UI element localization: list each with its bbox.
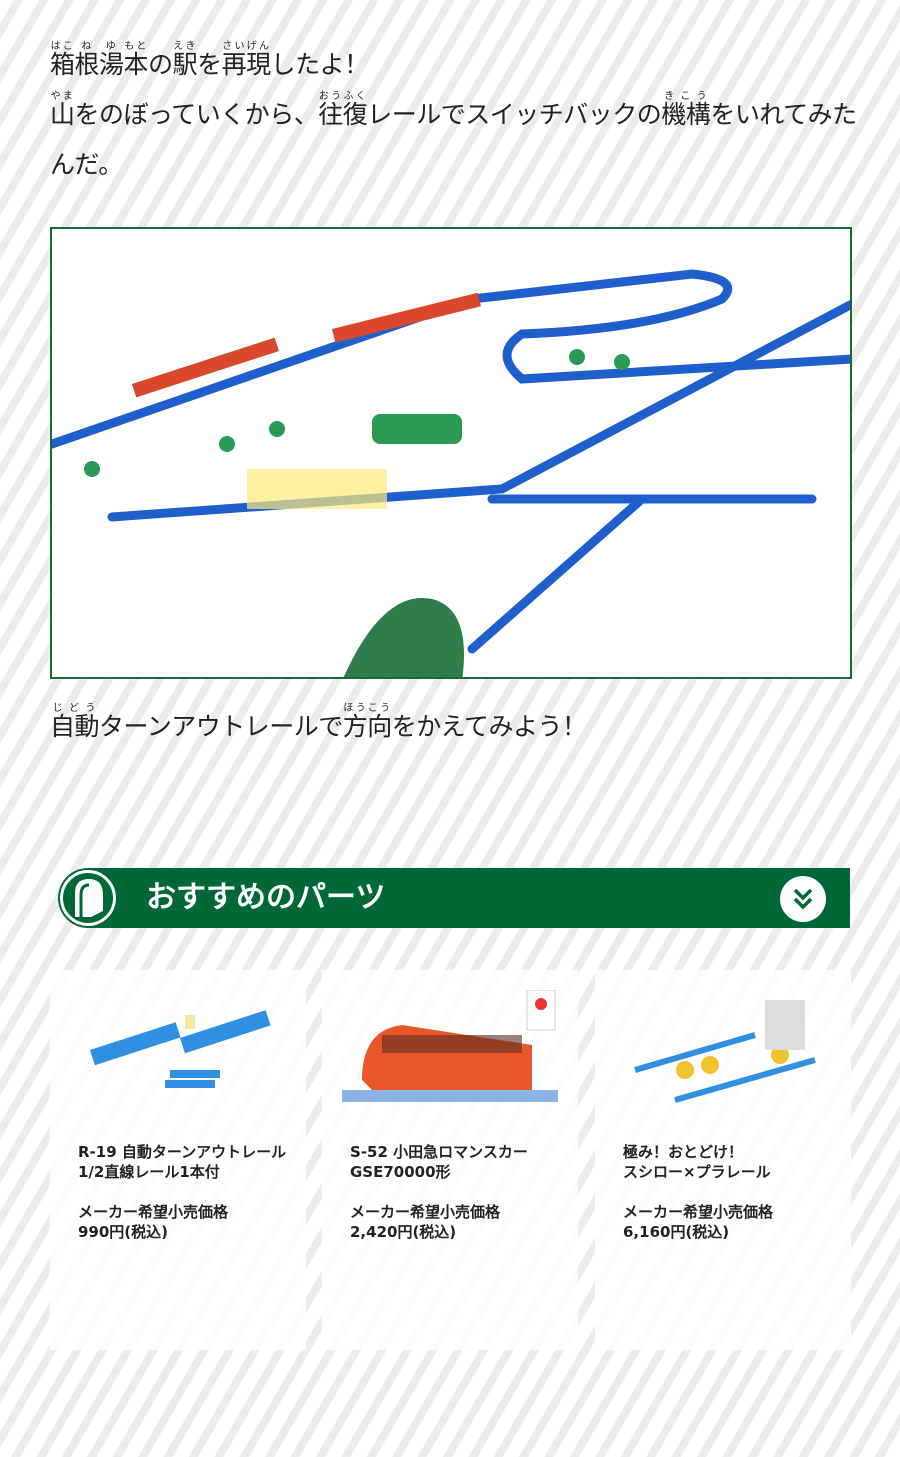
ruby-reading: ゆ — [99, 41, 124, 52]
ruby-reading: えき — [172, 41, 198, 52]
product-price: 2,420円(税込) — [350, 1223, 457, 1241]
recommended-parts-banner[interactable]: おすすめのパーツ — [58, 868, 850, 928]
text-segment: の — [148, 50, 173, 79]
product-name[interactable]: R-19 自動ターンアウトレール 1/2直線レール1本付 — [78, 1143, 287, 1181]
product-image — [70, 990, 286, 1120]
ruby-base: 機構 — [661, 100, 711, 129]
intro-text: 箱はこ根ね湯ゆ本もとの駅えきを再現さいげんしたよ！山やまをのぼっていくから、往復… — [50, 40, 860, 190]
section-title: おすすめのパーツ — [146, 880, 386, 915]
ruby-reading: もと — [123, 41, 149, 52]
ruby-reading: さいげん — [221, 41, 271, 52]
ruby-base: 自動 — [50, 712, 100, 741]
text-line: 箱はこ根ね湯ゆ本もとの駅えきを再現さいげんしたよ！ — [50, 40, 860, 90]
ruby-word: 方向ほうこう — [342, 703, 393, 741]
ruby-base: 根 — [74, 50, 100, 79]
ruby-base: 再現 — [221, 50, 272, 79]
product-image — [615, 990, 831, 1120]
product-card[interactable]: 極み！おとどけ！ スシロー×プラレール メーカー希望小売価格 6,160円(税込… — [595, 970, 851, 1350]
ruby-word: 箱はこ — [50, 41, 75, 79]
chevron-double-down-icon[interactable] — [780, 876, 826, 922]
product-name[interactable]: S-52 小田急ロマンスカー GSE70000形 — [350, 1143, 528, 1181]
product-card[interactable]: R-19 自動ターンアウトレール 1/2直線レール1本付 メーカー希望小売価格 … — [50, 970, 306, 1350]
text-line: 自動じどうターンアウトレールで方向ほうこうをかえてみよう！ — [50, 702, 587, 752]
price-label: メーカー希望小売価格 — [78, 1203, 229, 1221]
ruby-word: 根ね — [74, 41, 100, 79]
ruby-word: 自動じどう — [50, 703, 100, 741]
ruby-reading: ね — [74, 41, 100, 52]
caption-text: 自動じどうターンアウトレールで方向ほうこうをかえてみよう！ — [50, 702, 587, 752]
ruby-reading: じどう — [50, 703, 99, 714]
text-segment: したよ！ — [270, 50, 370, 79]
ruby-word: 駅えき — [172, 41, 198, 79]
text-segment: をいれてみたんだ。 — [50, 100, 857, 179]
product-image — [342, 989, 558, 1120]
ruby-word: 往復おうふく — [318, 91, 368, 129]
text-segment: を — [197, 50, 222, 79]
product-card[interactable]: S-52 小田急ロマンスカー GSE70000形 メーカー希望小売価格 2,42… — [322, 970, 578, 1350]
ruby-base: 山 — [50, 100, 75, 129]
ruby-base: 方向 — [342, 712, 393, 741]
layout-photo — [50, 227, 852, 679]
price-label: メーカー希望小売価格 — [623, 1203, 774, 1221]
ruby-reading: ほうこう — [342, 703, 392, 714]
ruby-word: 山やま — [50, 91, 75, 129]
text-segment: をかえてみよう！ — [391, 712, 587, 741]
ruby-base: 箱 — [50, 50, 75, 79]
ruby-base: 湯 — [99, 50, 124, 79]
ruby-word: 機構きこう — [661, 91, 711, 129]
product-price: 990円(税込) — [78, 1223, 169, 1241]
tunnel-logo-icon — [60, 870, 116, 926]
text-segment: レールでスイッチバックの — [367, 100, 662, 129]
ruby-word: 湯ゆ — [99, 41, 124, 79]
ruby-word: 再現さいげん — [221, 41, 272, 79]
price-label: メーカー希望小売価格 — [350, 1203, 501, 1221]
ruby-word: 本もと — [123, 41, 149, 79]
ruby-reading: きこう — [661, 91, 711, 102]
product-name[interactable]: 極み！おとどけ！ スシロー×プラレール — [623, 1143, 771, 1181]
text-segment: ターンアウトレールで — [99, 712, 343, 741]
ruby-base: 駅 — [172, 50, 198, 79]
product-price: 6,160円(税込) — [623, 1223, 730, 1241]
ruby-reading: おうふく — [318, 91, 368, 102]
ruby-reading: やま — [50, 91, 75, 102]
ruby-base: 往復 — [318, 100, 368, 129]
text-segment: をのぼっていくから、 — [74, 100, 319, 129]
ruby-reading: はこ — [50, 41, 75, 52]
ruby-base: 本 — [123, 50, 149, 79]
text-line: 山やまをのぼっていくから、往復おうふくレールでスイッチバックの機構きこうをいれて… — [50, 90, 860, 190]
